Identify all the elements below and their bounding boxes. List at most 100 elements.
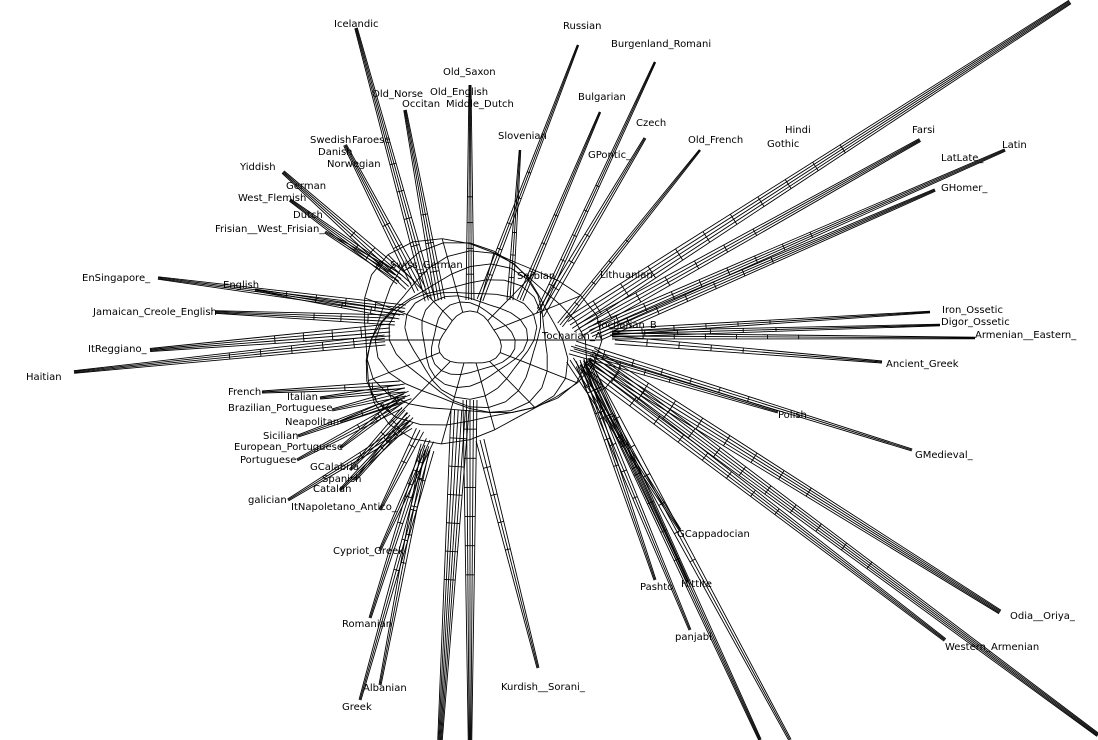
- network-edge: [451, 315, 457, 322]
- network-edge: [593, 386, 603, 391]
- network-edge: [406, 365, 419, 375]
- network-edge: [589, 357, 762, 740]
- network-edge: [647, 500, 655, 505]
- network-edge: [419, 360, 427, 370]
- network-edge: [445, 295, 459, 298]
- network-edge: [413, 238, 443, 243]
- network-edge: [282, 172, 409, 287]
- network-edge: [425, 369, 433, 381]
- network-edge: [497, 247, 503, 251]
- network-edge: [395, 353, 408, 366]
- network-edge: [673, 557, 680, 562]
- network-edge: [554, 323, 564, 341]
- network-edge: [490, 263, 512, 269]
- network-edge: [374, 322, 382, 341]
- network-edge: [600, 189, 936, 337]
- network-edge: [496, 334, 501, 341]
- network-edge: [494, 418, 516, 431]
- network-edge: [557, 149, 700, 324]
- network-edge: [499, 339, 502, 347]
- network-edge: [541, 242, 547, 245]
- network-edge: [426, 357, 430, 368]
- network-edge: [359, 452, 364, 458]
- network-edge: [539, 137, 646, 316]
- network-edge: [352, 338, 355, 348]
- network-edge: [387, 241, 414, 256]
- network-edge: [383, 436, 388, 444]
- network-edge: [626, 318, 631, 328]
- network-edge: [574, 3, 1072, 333]
- network-edge: [289, 199, 402, 280]
- network-edge: [425, 301, 435, 311]
- network-edge: [469, 310, 478, 313]
- network-edge: [457, 385, 471, 388]
- network-edge: [380, 450, 430, 686]
- network-edge: [578, 139, 920, 329]
- network-edge: [580, 364, 790, 740]
- network-edge: [400, 251, 420, 269]
- network-edge: [567, 0, 1070, 323]
- network-edge: [421, 309, 427, 321]
- network-edge: [445, 550, 458, 553]
- network-edge: [606, 308, 613, 319]
- network-edge: [435, 318, 439, 327]
- label-latlate: LatLate_: [941, 153, 984, 164]
- network-edge: [689, 558, 696, 563]
- network-edge: [349, 230, 356, 238]
- network-edge: [589, 354, 1001, 613]
- network-edge: [718, 387, 721, 393]
- network-edge: [527, 339, 535, 352]
- network-edge: [319, 387, 406, 399]
- network-edge: [274, 335, 276, 344]
- network-edge: [228, 352, 231, 360]
- network-edge: [331, 387, 405, 410]
- network-edge: [388, 361, 451, 425]
- network-edge: [620, 443, 629, 448]
- label-spanish: Spanish: [322, 474, 362, 485]
- label-digor-ossetic: Digor_Ossetic: [941, 317, 1010, 328]
- network-edge: [434, 326, 437, 334]
- label-sicilian: Sicilian: [263, 431, 298, 442]
- network-edge: [290, 198, 404, 277]
- network-edge: [543, 290, 560, 305]
- network-edge: [584, 339, 588, 363]
- network-edge: [528, 278, 539, 295]
- label-slovenian: Slovenian: [498, 131, 547, 142]
- network-edge: [484, 387, 498, 397]
- network-edge: [396, 299, 411, 311]
- network-edge: [372, 378, 389, 395]
- network-edge: [413, 350, 421, 361]
- network-edge: [522, 112, 602, 302]
- network-edge: [489, 410, 511, 413]
- network-edge: [438, 346, 441, 353]
- label-swedish: Swedish: [310, 135, 351, 146]
- network-edge: [520, 350, 529, 361]
- network-edge: [476, 44, 578, 300]
- network-edge: [434, 363, 442, 371]
- network-edge: [421, 330, 425, 341]
- network-edge: [388, 393, 410, 405]
- network-edge: [410, 293, 427, 301]
- network-edge: [331, 391, 406, 411]
- network-edge: [388, 423, 413, 440]
- label-kurdish-sorani: Kurdish__Sorani_: [501, 682, 586, 693]
- network-edge: [611, 371, 620, 383]
- network-edge: [378, 428, 417, 510]
- network-edge: [456, 311, 463, 317]
- network-edge: [324, 231, 396, 276]
- network-edge: [507, 222, 512, 225]
- network-edge: [377, 305, 385, 323]
- network-edge: [738, 466, 746, 476]
- label-lithuanian: Lithuanian: [600, 270, 653, 281]
- network-edge: [726, 267, 731, 275]
- network-edge: [631, 359, 635, 367]
- label-swiss-german: Swiss_German: [390, 260, 463, 271]
- network-edge: [366, 359, 374, 380]
- network-edge: [576, 340, 913, 450]
- network-edge: [448, 320, 453, 326]
- network-edge: [533, 327, 538, 341]
- network-edge: [296, 401, 399, 460]
- network-edge: [374, 301, 377, 311]
- network-core: [363, 238, 603, 445]
- network-edge: [357, 424, 361, 430]
